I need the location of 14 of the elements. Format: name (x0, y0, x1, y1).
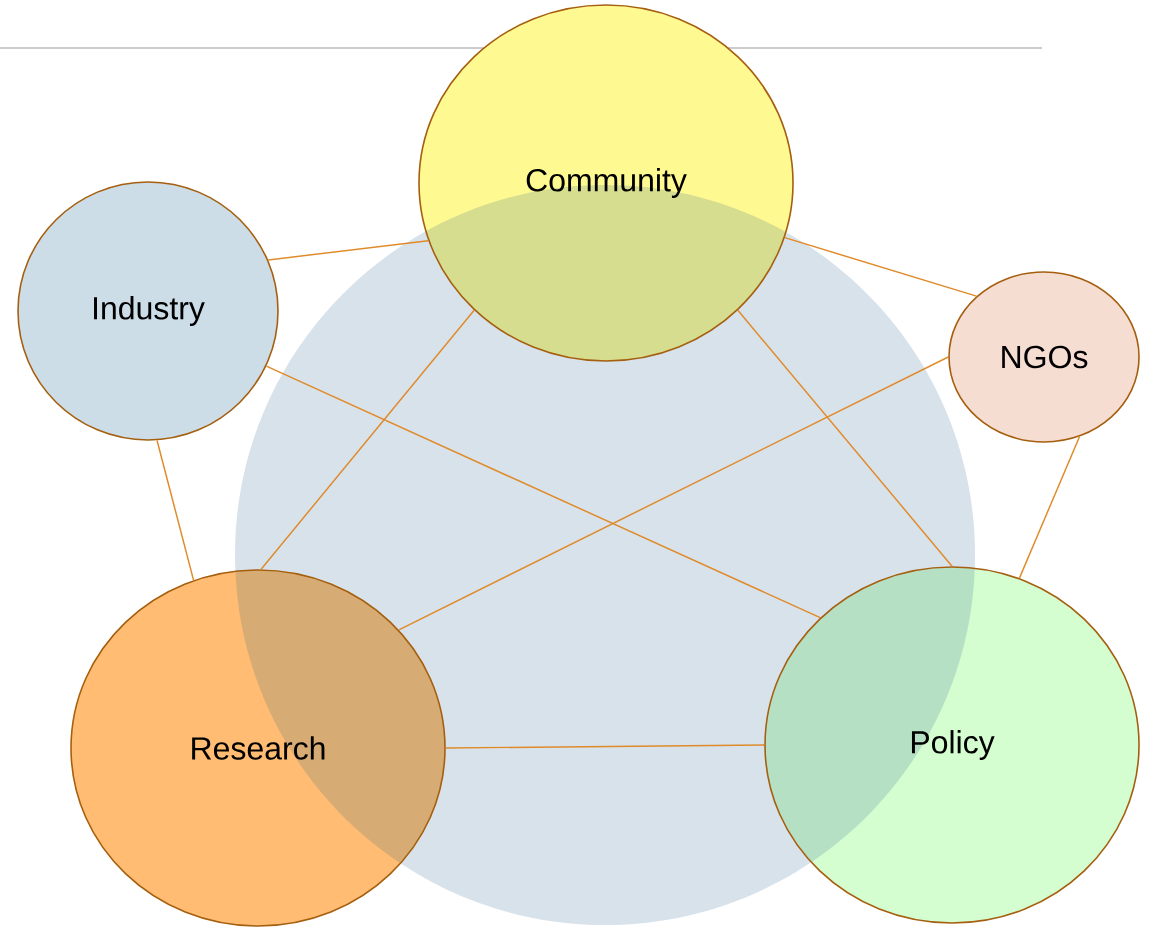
circle-node: Industry (17, 181, 279, 441)
circle-node: NGOs (948, 271, 1140, 443)
circle-node: Research (70, 569, 446, 927)
circle-node: Community (418, 4, 794, 362)
connector-line (784, 236, 978, 297)
connector-line (398, 356, 949, 631)
connector-line (737, 309, 953, 567)
connector-line (445, 744, 765, 749)
circle-node: Policy (764, 566, 1140, 924)
connector-line (265, 365, 821, 619)
connector-line (267, 240, 429, 261)
connector-line (1018, 435, 1081, 579)
connector-line (260, 309, 475, 570)
connector-line (156, 439, 195, 581)
